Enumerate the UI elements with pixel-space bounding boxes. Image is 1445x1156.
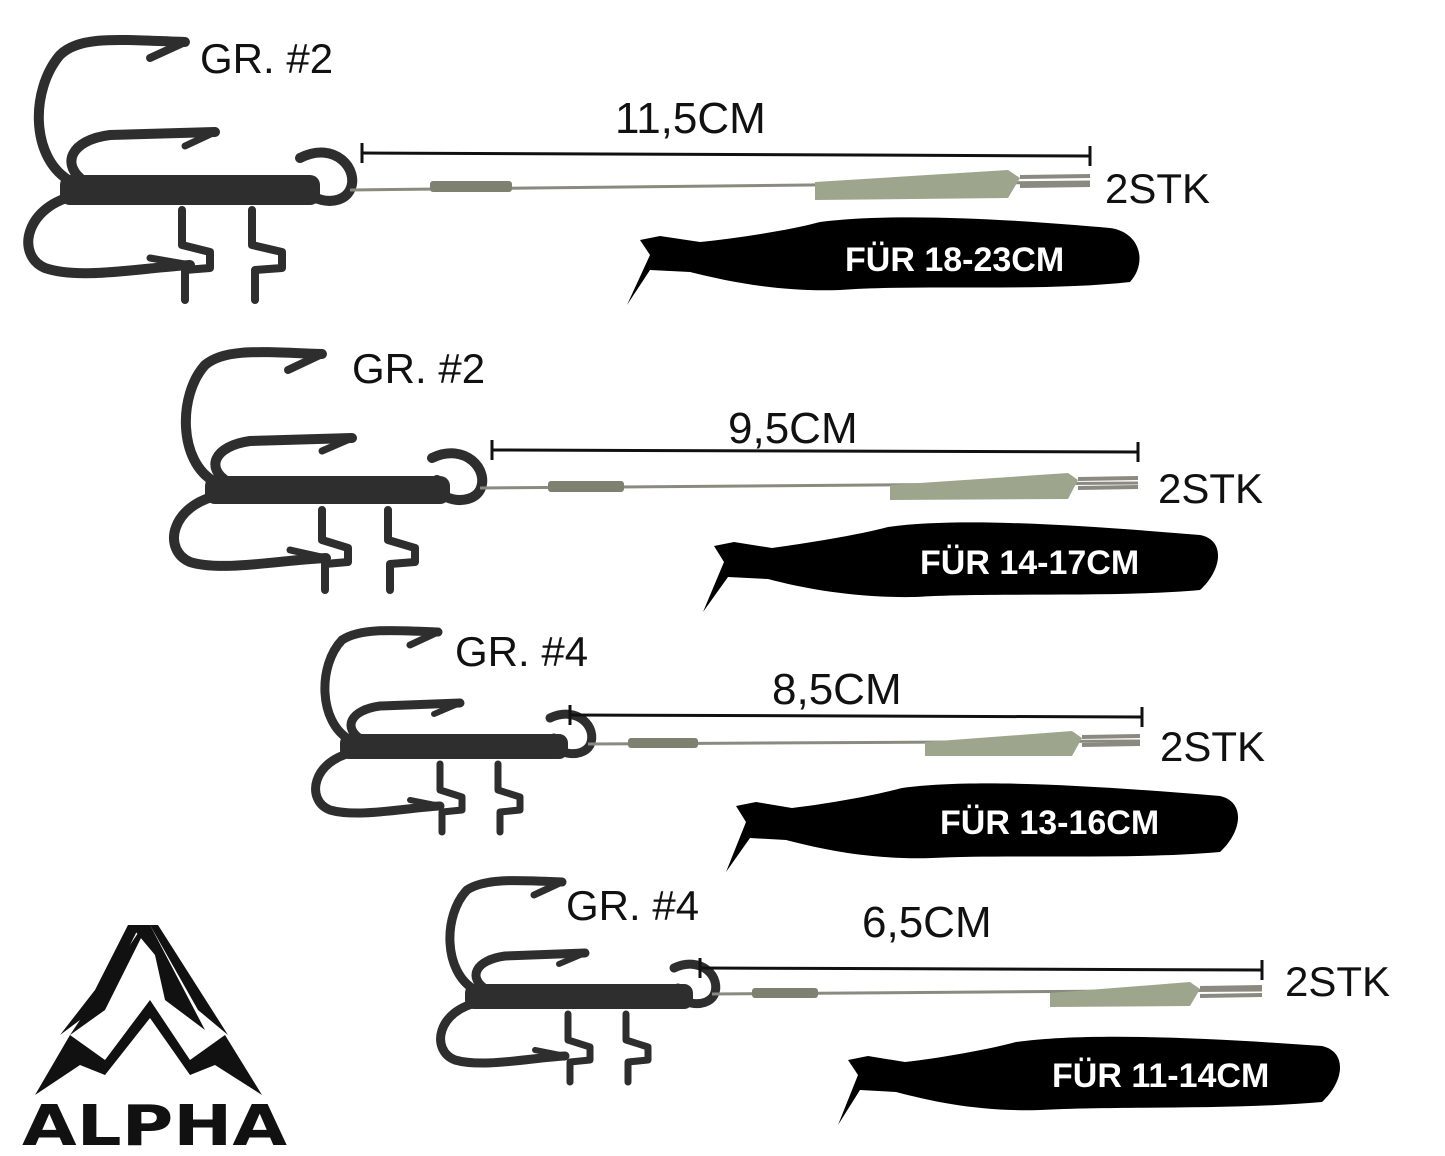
- shad-range-label: FÜR 14-17CM: [920, 544, 1139, 582]
- length-measure-line: [490, 440, 1140, 462]
- leader-wire: [587, 731, 1141, 756]
- treble-hook: [311, 625, 597, 836]
- quantity-label: 2STK: [1285, 958, 1390, 1005]
- treble-hook: [169, 347, 488, 594]
- shad-range-label: FÜR 18-23CM: [845, 241, 1064, 279]
- length-label: 6,5CM: [862, 898, 992, 947]
- alpha-logo-mark: [35, 925, 262, 1095]
- treble-hook: [23, 34, 358, 304]
- hook-size-label: GR. #2: [200, 35, 333, 82]
- shad-range-label: FÜR 13-16CM: [940, 804, 1159, 842]
- hook-size-label: GR. #4: [455, 628, 588, 675]
- soft-shad-silhouette: [627, 217, 1140, 305]
- length-measure-line: [698, 958, 1264, 980]
- hook-size-label: GR. #2: [352, 345, 485, 392]
- leader-wire: [349, 170, 1091, 200]
- soft-shad-silhouette: [838, 1036, 1341, 1125]
- quantity-label: 2STK: [1158, 465, 1263, 512]
- length-label: 8,5CM: [772, 665, 902, 714]
- length-measure-line: [360, 143, 1092, 166]
- shad-range-label: FÜR 11-14CM: [1052, 1057, 1269, 1095]
- leader-wire: [479, 473, 1139, 500]
- rig-2: GR. #2 9,5CM 2STK FÜR 14-17CM: [169, 345, 1263, 612]
- rig-1: GR. #2 11,5CM 2STK FÜR 18-23CM: [23, 34, 1210, 305]
- soft-shad-silhouette: [726, 783, 1239, 872]
- length-label: 9,5CM: [728, 404, 858, 453]
- soft-shad-silhouette: [703, 522, 1219, 612]
- length-label: 11,5CM: [615, 94, 766, 143]
- rig-4: GR. #4 6,5CM 2STK FÜR 11-14CM: [436, 875, 1390, 1125]
- rig-3: GR. #4 8,5CM 2STK FÜR 13-16CM: [311, 625, 1265, 872]
- leader-wire: [711, 982, 1263, 1007]
- alpha-logo-text: ALPHA: [22, 1094, 288, 1156]
- quantity-label: 2STK: [1105, 165, 1210, 212]
- alpha-logo: ALPHA: [22, 925, 288, 1156]
- quantity-label: 2STK: [1160, 723, 1265, 770]
- length-measure-line: [568, 705, 1144, 727]
- hook-size-label: GR. #4: [566, 882, 699, 929]
